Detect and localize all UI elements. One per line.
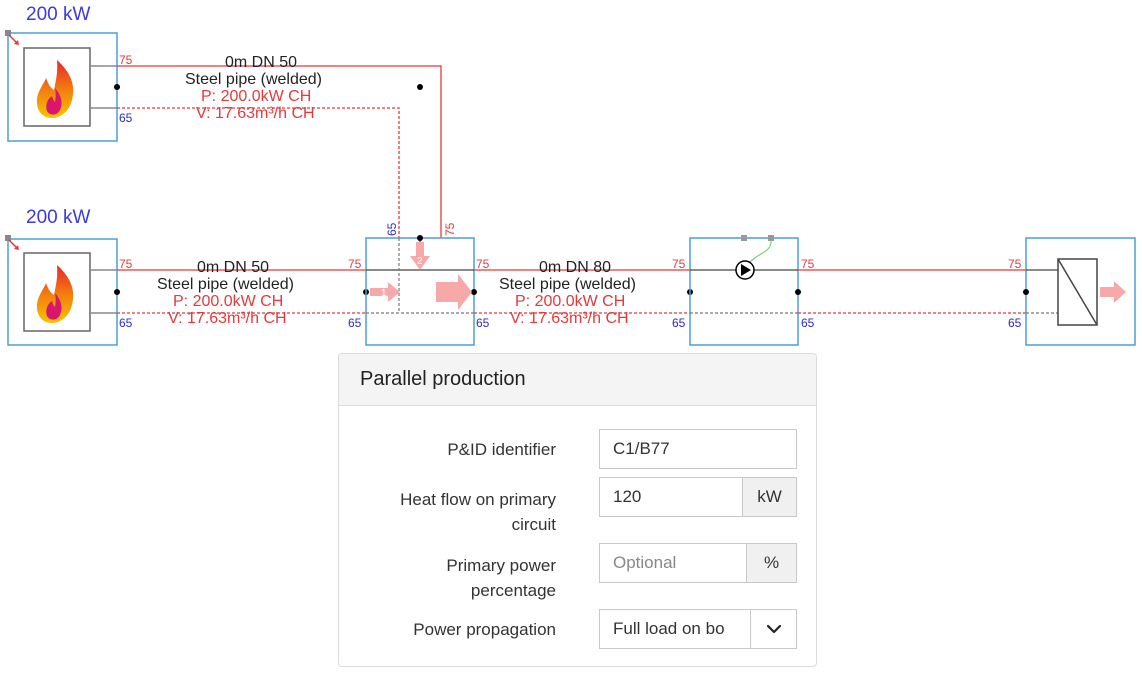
properties-panel: Parallel production P&ID identifier C1/B… [338, 353, 817, 667]
propagation-row: Power propagation Full load on bo [339, 609, 816, 649]
pipe-2-flow-label: V: 17.63m³/h CH [168, 310, 287, 327]
boiler-2-power-label: 200 kW [26, 207, 90, 228]
percent-input[interactable]: Optional [599, 543, 747, 583]
arrow-icon [410, 242, 430, 270]
flame-icon [36, 265, 74, 323]
piping-diagram: 200 kW 75 65 200 kW 75 65 0m DN 50 Steel… [5, 4, 1136, 346]
header-top-supply-temp: 75 [443, 222, 457, 236]
percent-unit: % [746, 543, 797, 583]
pipe-1[interactable] [114, 65, 442, 238]
header-right-supply-temp: 75 [476, 257, 490, 271]
pipe-1-material-label: Steel pipe (welded) [185, 71, 322, 88]
percent-label-line1: Primary power [446, 556, 556, 575]
propagation-label: Power propagation [413, 620, 556, 639]
consumer-return-temp: 65 [1008, 316, 1022, 330]
heatflow-row: Heat flow on primary circuit 120 kW [339, 477, 816, 541]
consumer-unit[interactable] [1023, 237, 1136, 346]
header-top-return-temp: 65 [385, 222, 399, 236]
percent-row: Primary power percentage Optional % [339, 543, 816, 607]
heatflow-label-line2: circuit [511, 515, 556, 534]
boiler-1-power-label: 200 kW [26, 4, 90, 25]
pump-unit[interactable] [689, 235, 801, 346]
pump-right-supply-temp: 75 [801, 257, 815, 271]
heatflow-label-line1: Heat flow on primary [400, 490, 556, 509]
pump-right-return-temp: 65 [801, 316, 815, 330]
header-left-return-temp: 65 [348, 316, 362, 330]
pump-left-return-temp: 65 [672, 316, 686, 330]
pipe-3-dn-label: 0m DN 80 [539, 259, 611, 276]
boiler-1[interactable] [5, 30, 118, 142]
pipe-3-power-label: P: 200.0kW CH [515, 293, 625, 310]
percent-label: Primary power percentage [356, 553, 556, 603]
propagation-select[interactable]: Full load on bo [599, 609, 751, 649]
percent-placeholder: Optional [613, 553, 677, 572]
boiler-1-supply-temp: 75 [119, 53, 133, 67]
heat-exchanger-icon [1057, 258, 1098, 326]
flame-icon [36, 60, 74, 118]
header-port-in-label: 1 [381, 288, 387, 299]
pump-left-supply-temp: 75 [672, 257, 686, 271]
heatflow-input[interactable]: 120 [599, 477, 743, 517]
pipe-1-power-label: P: 200.0kW CH [201, 88, 311, 105]
parallel-header[interactable] [365, 235, 477, 346]
pump-icon [735, 260, 755, 280]
pipe-2-material-label: Steel pipe (welded) [157, 276, 294, 293]
pid-input[interactable]: C1/B77 [599, 429, 797, 469]
header-left-supply-temp: 75 [348, 257, 362, 271]
boiler-2-return-temp: 65 [119, 316, 133, 330]
pipe-3-flow-label: V: 17.63m³/h CH [510, 310, 629, 327]
boiler-2-supply-temp: 75 [119, 257, 133, 271]
pid-row: P&ID identifier C1/B77 [339, 429, 816, 469]
header-right-return-temp: 65 [476, 316, 490, 330]
pipe-1-dn-label: 0m DN 50 [225, 54, 297, 71]
arrow-icon [436, 274, 472, 310]
arrow-icon [370, 282, 400, 302]
heatflow-label: Heat flow on primary circuit [356, 487, 556, 537]
boiler-1-return-temp: 65 [119, 111, 133, 125]
pipe-2-dn-label: 0m DN 50 [197, 259, 269, 276]
percent-label-line2: percentage [470, 581, 556, 600]
header-port-top-label: 2 [417, 256, 423, 267]
arrow-icon [1100, 281, 1126, 303]
pipe-1-flow-label: V: 17.63m³/h CH [196, 105, 315, 122]
pipe-2-power-label: P: 200.0kW CH [173, 293, 283, 310]
panel-title: Parallel production [339, 354, 816, 406]
pipe-4[interactable] [798, 269, 1026, 314]
pipe-3-material-label: Steel pipe (welded) [499, 276, 636, 293]
propagation-dropdown-button[interactable] [750, 609, 797, 649]
heatflow-unit: kW [742, 477, 797, 517]
pid-label: P&ID identifier [447, 440, 556, 459]
boiler-2[interactable] [5, 235, 118, 346]
chevron-down-icon [766, 624, 781, 634]
consumer-supply-temp: 75 [1008, 257, 1022, 271]
